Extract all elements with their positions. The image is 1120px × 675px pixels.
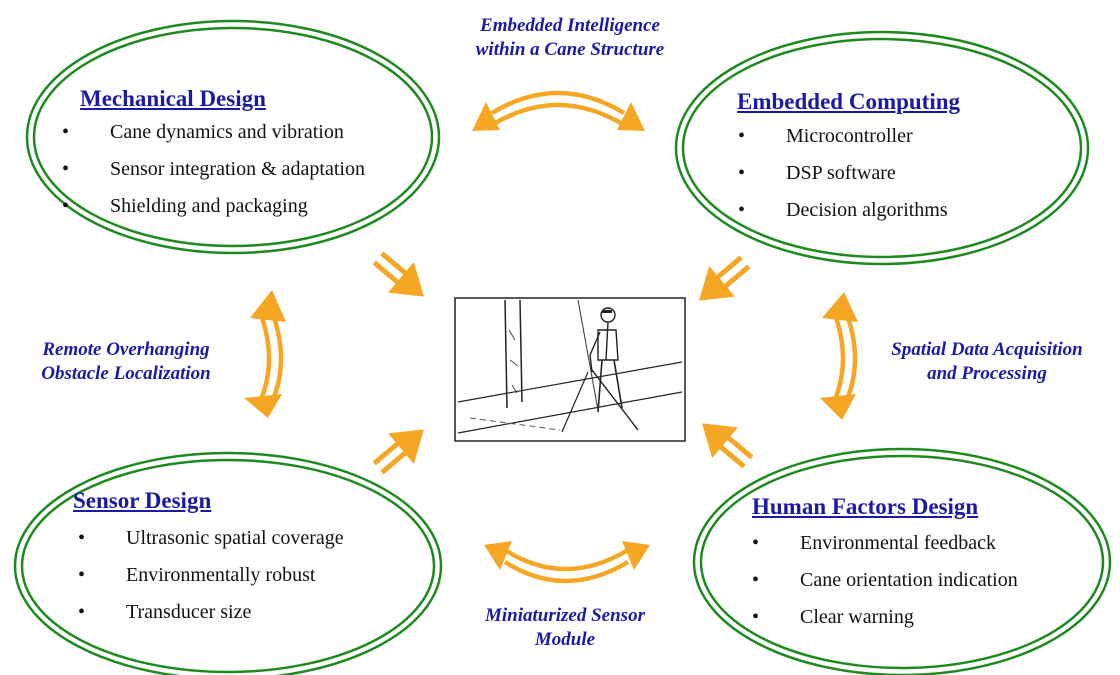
link-label-bottom-line1: Miniaturized Sensor — [485, 605, 645, 626]
link-label-right: Spatial Data Acquisition and Processing — [856, 338, 1118, 386]
bottom-bidirectional-arrow — [484, 541, 650, 584]
human-factors-title: Human Factors Design — [752, 494, 979, 519]
link-label-left-line1: Remote Overhanging — [42, 339, 210, 360]
right-bidirectional-arrow — [820, 292, 858, 420]
list-item: Transducer size — [78, 594, 344, 631]
list-item: Cane dynamics and vibration — [62, 114, 365, 151]
ellipse-embedded — [674, 30, 1090, 266]
arrow-embedded-to-center — [686, 247, 758, 316]
list-item: Microcontroller — [738, 118, 948, 155]
mechanical-design-title: Mechanical Design — [80, 86, 266, 111]
embedded-computing-list: Microcontroller DSP software Decision al… — [738, 118, 948, 229]
link-label-right-line2: and Processing — [927, 363, 1047, 384]
link-label-left-line2: Obstacle Localization — [41, 363, 211, 384]
sensor-design-list: Ultrasonic spatial coverage Environmenta… — [78, 520, 344, 631]
arrow-mechanical-to-center — [365, 243, 437, 312]
left-bidirectional-arrow — [244, 290, 286, 418]
list-item: Ultrasonic spatial coverage — [78, 520, 344, 557]
ellipse-human — [692, 447, 1112, 675]
link-label-bottom: Miniaturized Sensor Module — [420, 604, 710, 652]
mechanical-design-list: Cane dynamics and vibration Sensor integ… — [62, 114, 365, 225]
list-item: Decision algorithms — [738, 192, 948, 229]
list-item: Environmentally robust — [78, 557, 344, 594]
arrow-sensor-to-center — [365, 414, 437, 483]
top-bidirectional-arrow — [472, 90, 645, 131]
ellipse-sensor — [13, 451, 443, 675]
embedded-computing-title: Embedded Computing — [737, 89, 961, 114]
list-item: Cane orientation indication — [752, 562, 1018, 599]
sensor-design-title: Sensor Design — [73, 488, 212, 513]
ellipse-mechanical — [25, 19, 441, 255]
human-factors-list: Environmental feedback Cane orientation … — [752, 525, 1018, 636]
list-item: DSP software — [738, 155, 948, 192]
list-item: Clear warning — [752, 599, 1018, 636]
cane-user-illustration — [454, 297, 686, 442]
arrow-human-to-center — [689, 408, 761, 477]
link-label-left: Remote Overhanging Obstacle Localization — [0, 338, 252, 386]
link-label-top: Embedded Intelligence within a Cane Stru… — [420, 14, 720, 62]
link-label-bottom-line2: Module — [534, 629, 596, 650]
link-label-right-line1: Spatial Data Acquisition — [891, 339, 1083, 360]
list-item: Environmental feedback — [752, 525, 1018, 562]
list-item: Sensor integration & adaptation — [62, 151, 365, 188]
link-label-top-line1: Embedded Intelligence — [480, 15, 660, 36]
link-label-top-line2: within a Cane Structure — [475, 39, 665, 60]
list-item: Shielding and packaging — [62, 188, 365, 225]
